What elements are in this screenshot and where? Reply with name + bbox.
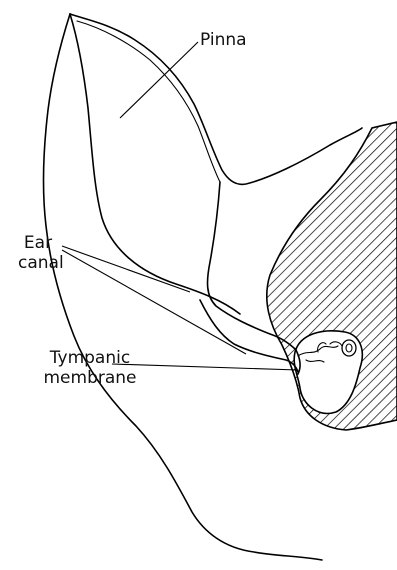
ear-canal-label: Ear canal [18,233,58,273]
helix-fold [77,21,220,182]
tympanic-membrane-label: Tympanic membrane [30,348,150,388]
ear-canal-label-line2: canal [18,253,58,273]
pinna-label: Pinna [200,30,247,50]
pinna-leader-line [120,42,198,118]
ear-canal-leader-lower [62,250,246,354]
tympanic-label-line1: Tympanic [30,348,150,368]
ear-canal-leader-upper [62,246,190,292]
ear-canal-label-line1: Ear [18,233,58,253]
tympanic-label-line2: membrane [30,368,150,388]
